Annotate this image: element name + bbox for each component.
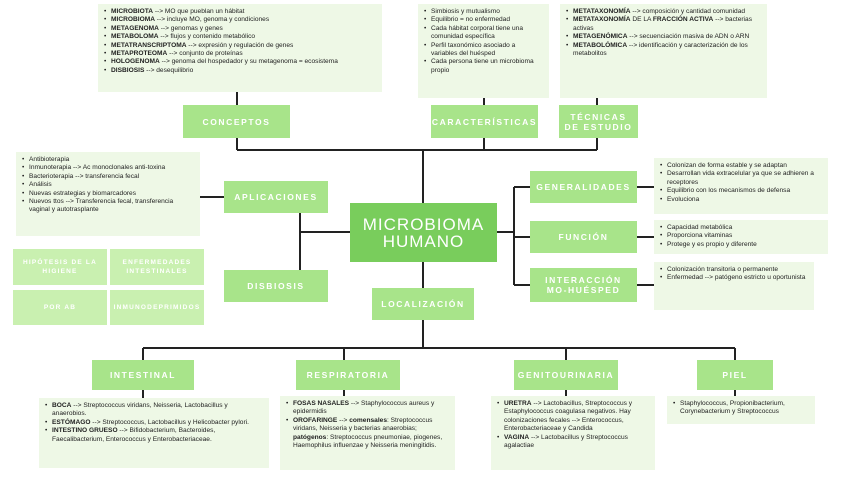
respiratoria-item: FOSAS NASALES --> Staphylococcus aureus …	[286, 400, 449, 417]
aplicacion-item: Nuevas estrategias y biomarcadores	[22, 190, 194, 199]
respiratoria-note: FOSAS NASALES --> Staphylococcus aureus …	[280, 396, 455, 470]
caracteristica-item: Cada persona tiene un microbioma propio	[424, 58, 543, 75]
aplicacion-item: Bacterioterapia --> transferencia fecal	[22, 173, 194, 182]
intestinal-item: ESTÓMAGO --> Streptococcus, Lactobacillu…	[45, 419, 263, 428]
caracteristicas-note: Simbiosis y mutualismo Equilibrio = no e…	[418, 4, 549, 98]
piel-note: Staphylococcus, Propionibacterium, Coryn…	[667, 396, 815, 424]
caracteristica-item: Perfil taxonómico asociado a variables d…	[424, 42, 543, 59]
concept-item: METAGENOMA --> genomas y genes	[104, 25, 376, 34]
aplicaciones-header: APLICACIONES	[224, 181, 328, 213]
tecnica-item: METATAXONOMÍA --> composición y cantidad…	[566, 8, 761, 17]
generalidad-item: Desarrollan vida extracelular ya que se …	[660, 170, 822, 187]
caracteristica-item: Cada hábitat corporal tiene una comunida…	[424, 25, 543, 42]
generalidad-item: Evoluciona	[660, 196, 822, 205]
funcion-item: Capacidad metabólica	[660, 224, 822, 233]
tecnica-item: METABOLÓMICA --> identificación y caract…	[566, 42, 761, 59]
genitourinaria-note: URETRA --> Lactobacillus, Streptococcus …	[491, 396, 655, 470]
piel-item: Staphylococcus, Propionibacterium, Coryn…	[673, 400, 809, 417]
concept-item: HOLOGENOMA --> genoma del hospedador y s…	[104, 58, 376, 67]
interaccion-item: Colonización transitoria o permanente	[660, 266, 808, 275]
intestinal-item: INTESTINO GRUESO --> Bifidobacterium, Ba…	[45, 427, 263, 444]
intestinal-header: INTESTINAL	[92, 360, 194, 390]
localizacion-header: LOCALIZACIÓN	[372, 288, 474, 320]
tecnica-item: METAGENÓMICA --> secuenciación masiva de…	[566, 33, 761, 42]
funcion-header: FUNCIÓN	[530, 221, 637, 253]
aplicacion-item: Inmunoterapia --> Ac monoclonales anti-t…	[22, 164, 194, 173]
funcion-note: Capacidad metabólica Proporciona vitamin…	[654, 220, 828, 254]
caracteristica-item: Simbiosis y mutualismo	[424, 8, 543, 17]
respiratoria-header: RESPIRATORIA	[296, 360, 400, 390]
concept-item: METATRANSCRIPTOMA --> expresión y regula…	[104, 42, 376, 51]
respiratoria-item: OROFARINGE --> comensales: Streptococcus…	[286, 417, 449, 451]
disbiosis-cause: INMUNODEPRIMIDOS	[110, 290, 204, 325]
concept-item: MICROBIOTA --> MO que pueblan un hábitat	[104, 8, 376, 17]
aplicacion-item: Nuevos ttos --> Transferencia fecal, tra…	[22, 198, 194, 215]
caracteristicas-header: CARACTERÍSTICAS	[431, 105, 538, 138]
aplicacion-item: Análisis	[22, 181, 194, 190]
genitourinaria-item: VAGINA --> Lactobacillus y Streptococcus…	[497, 434, 649, 451]
generalidades-header: GENERALIDADES	[530, 171, 637, 203]
caracteristica-item: Equilibrio = no enfermedad	[424, 16, 543, 25]
concept-item: METAPROTEOMA --> conjunto de proteínas	[104, 50, 376, 59]
disbiosis-header: DISBIOSIS	[224, 270, 328, 302]
tecnicas-note: METATAXONOMÍA --> composición y cantidad…	[560, 4, 767, 98]
conceptos-header: CONCEPTOS	[183, 105, 290, 138]
disbiosis-cause: HIPÓTESIS DE LA HIGIENE	[13, 249, 107, 285]
genitourinaria-item: URETRA --> Lactobacillus, Streptococcus …	[497, 400, 649, 434]
tecnicas-header: TÉCNICAS DE ESTUDIO	[559, 105, 638, 138]
interaccion-note: Colonización transitoria o permanente En…	[654, 262, 814, 310]
intestinal-note: BOCA --> Streptococcus viridans, Neisser…	[39, 398, 269, 468]
disbiosis-cause: ENFERMEDADES INTESTINALES	[110, 249, 204, 285]
generalidad-item: Equilibrio con los mecanismos de defensa	[660, 187, 822, 196]
concept-item: METABOLOMA --> flujos y contenido metabó…	[104, 33, 376, 42]
aplicacion-item: Antibioterapia	[22, 156, 194, 165]
concept-item: MICROBIOMA --> incluye MO, genoma y cond…	[104, 16, 376, 25]
aplicaciones-note: Antibioterapia Inmunoterapia --> Ac mono…	[16, 152, 200, 236]
genitourinaria-header: GENITOURINARIA	[514, 360, 618, 390]
generalidad-item: Colonizan de forma estable y se adaptan	[660, 162, 822, 171]
generalidades-note: Colonizan de forma estable y se adaptan …	[654, 158, 828, 214]
funcion-item: Proporciona vitaminas	[660, 232, 822, 241]
intestinal-item: BOCA --> Streptococcus viridans, Neisser…	[45, 402, 263, 419]
interaccion-header: INTERACCIÓN MO-HUÉSPED	[530, 268, 637, 302]
piel-header: PIEL	[697, 360, 773, 390]
central-topic: MICROBIOMA HUMANO	[350, 203, 497, 262]
interaccion-item: Enfermedad --> patógeno estricto u oport…	[660, 274, 808, 283]
funcion-item: Protege y es propio y diferente	[660, 241, 822, 250]
tecnica-item: METATAXONOMÍA DE LA FRACCIÓN ACTIVA --> …	[566, 16, 761, 33]
disbiosis-cause: POR AB	[13, 290, 107, 325]
conceptos-note: MICROBIOTA --> MO que pueblan un hábitat…	[98, 4, 382, 92]
concept-item: DISBIOSIS --> desequilibrio	[104, 67, 376, 76]
